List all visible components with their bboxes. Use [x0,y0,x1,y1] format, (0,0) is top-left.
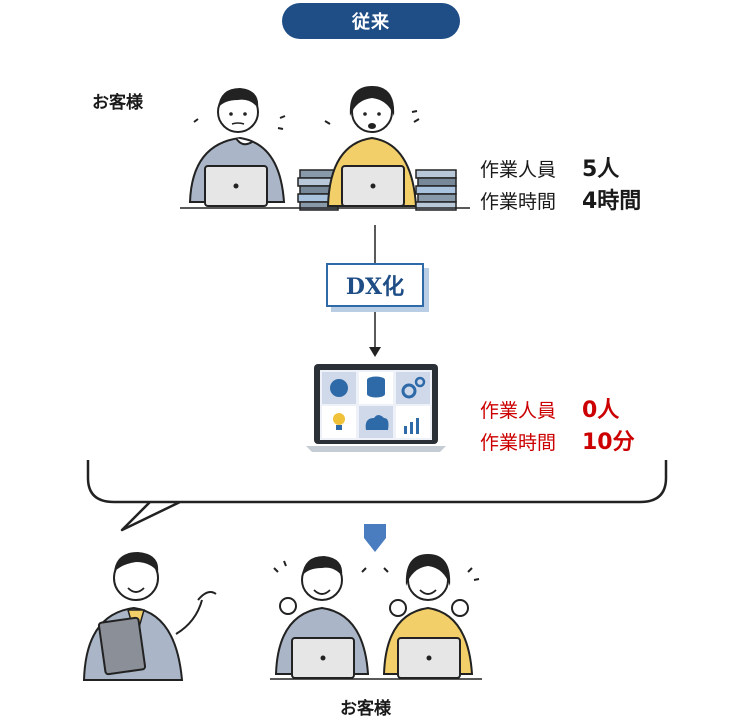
after-illustration [270,554,482,680]
worried-man-figure [188,88,286,207]
happy-woman-figure [382,554,480,679]
brain-icon [330,379,348,397]
automated-laptop [306,364,446,452]
header-pill: 従来 [282,3,460,39]
gears-icon [401,376,426,399]
books-stack-right [415,169,457,211]
header-label: 従来 [352,12,390,33]
bar-chart-icon [404,418,419,434]
dx-label: DX化 [345,274,405,300]
happy-man-figure [273,556,370,679]
consultant-figure [82,552,217,681]
before-customer-label: お客様 [92,93,143,113]
flow-arrow [369,225,381,357]
down-marker-icon [364,524,386,552]
before-illustration [180,86,470,211]
after-customer-label: お客様 [340,699,391,719]
database-icon [367,376,385,398]
lightbulb-icon [333,413,345,430]
speech-bubble-bracket [86,460,668,532]
dx-box: DX化 [326,263,424,307]
worried-woman-figure [324,86,420,207]
cloud-upload-icon [365,415,389,430]
